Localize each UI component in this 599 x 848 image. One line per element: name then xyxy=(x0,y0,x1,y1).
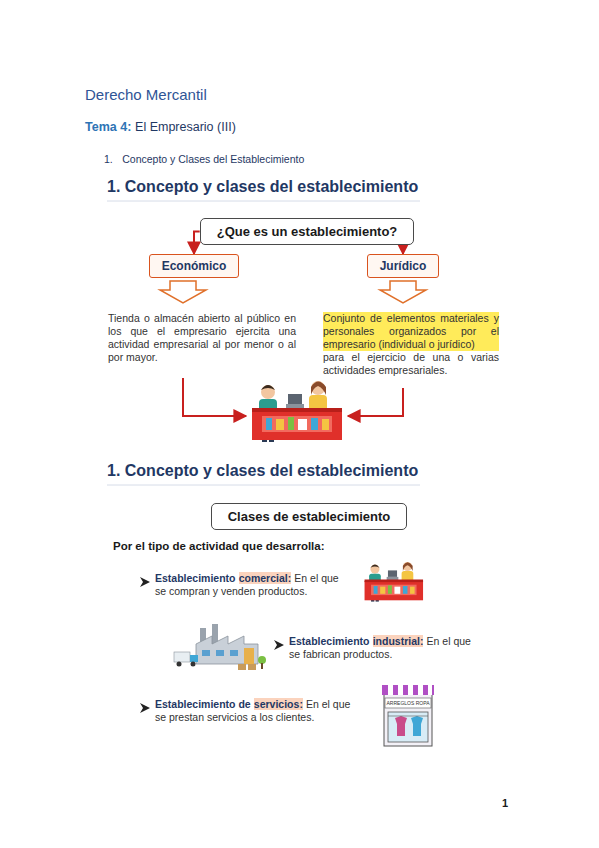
service-shop-figure xyxy=(382,685,434,746)
type-term: Establecimiento de xyxy=(155,698,251,710)
hollow-arrow xyxy=(380,281,426,303)
slide-title: 1. Concepto y clases del establecimiento xyxy=(107,462,418,479)
category-box: Económico xyxy=(149,254,240,278)
section-title: Concepto y Clases del Establecimiento xyxy=(122,153,304,165)
list-number: 1. xyxy=(104,153,113,165)
question-box: ¿Que es un establecimiento? xyxy=(200,218,415,245)
box-text: Jurídico xyxy=(380,259,427,273)
shop-counter-figure xyxy=(365,562,424,602)
shop-counter-figure xyxy=(252,381,342,442)
type-term: comercial: xyxy=(239,572,292,584)
text-group: Establecimientocomercial:En el que se co… xyxy=(155,572,347,598)
factory-figure xyxy=(174,624,266,670)
box-text: Clases de establecimiento xyxy=(228,509,391,524)
page-number: 1 xyxy=(502,797,508,809)
definition-text: para el ejercicio de una o varias activi… xyxy=(323,351,499,377)
bullet-arrow xyxy=(274,640,284,650)
document-title: Derecho Mercantil xyxy=(85,86,207,103)
type-term: Establecimiento xyxy=(289,635,370,647)
type-term: industrial: xyxy=(373,635,424,647)
text-group: 1. Concepto y clases del establecimiento xyxy=(107,178,527,196)
text-group: 1. Concepto y clases del establecimiento xyxy=(107,462,527,480)
text-group: Por el tipo de actividad que desarrolla: xyxy=(113,540,413,552)
pointer-line xyxy=(183,378,246,416)
title-rule xyxy=(107,485,420,486)
text-group: Establecimiento deservicios:En el que se… xyxy=(155,698,360,724)
shop-sign: ARREGLOS ROPA xyxy=(387,700,430,706)
text-group: Tienda o almacén abierto al público en l… xyxy=(108,312,296,364)
text-group: Derecho Mercantil xyxy=(85,86,385,103)
category-box: Jurídico xyxy=(367,254,440,278)
text-group: 1. Concepto y Clases del Establecimiento xyxy=(104,153,424,165)
text-group: 1 xyxy=(502,797,522,809)
text-group: Establecimientoindustrial:En el que se f… xyxy=(289,635,471,661)
heading-box: Clases de establecimiento xyxy=(211,503,408,530)
text-group: Conjunto de elementos materiales y perso… xyxy=(323,312,499,377)
pointer-line xyxy=(348,388,403,416)
connector-arrow xyxy=(194,232,200,255)
title-rule xyxy=(107,201,420,202)
hollow-arrow xyxy=(160,281,206,303)
bullet-arrow xyxy=(140,703,150,713)
connector-arrow xyxy=(402,245,404,254)
definition-text: Conjunto de elementos materiales y perso… xyxy=(323,312,499,351)
type-term: Establecimiento xyxy=(155,572,236,584)
bullet-arrow xyxy=(140,577,150,587)
definition-text: Tienda o almacén abierto al público en l… xyxy=(108,312,296,363)
topic-title: El Empresario (III) xyxy=(135,120,236,134)
text-group: ARREGLOS ROPA xyxy=(385,700,431,706)
topic-number: Tema 4: xyxy=(85,120,131,134)
type-term: servicios: xyxy=(254,698,303,710)
box-text: ¿Que es un establecimiento? xyxy=(217,224,398,239)
box-text: Económico xyxy=(162,259,227,273)
slide-title: 1. Concepto y clases del establecimiento xyxy=(107,178,418,195)
subheading: Por el tipo de actividad que desarrolla: xyxy=(113,540,325,552)
text-group: Tema 4: El Empresario (III) xyxy=(85,120,405,134)
